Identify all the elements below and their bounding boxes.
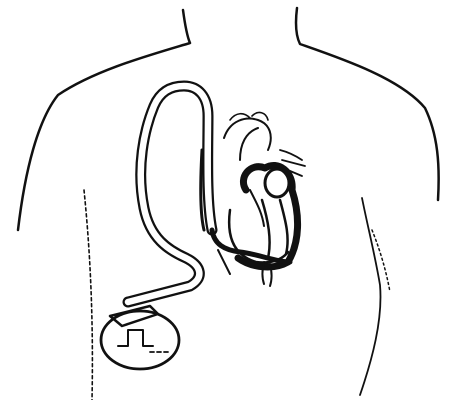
pacemaker-device (101, 306, 179, 369)
pulse-symbol (118, 330, 153, 346)
torso-outline (18, 8, 439, 400)
heart (229, 165, 297, 286)
